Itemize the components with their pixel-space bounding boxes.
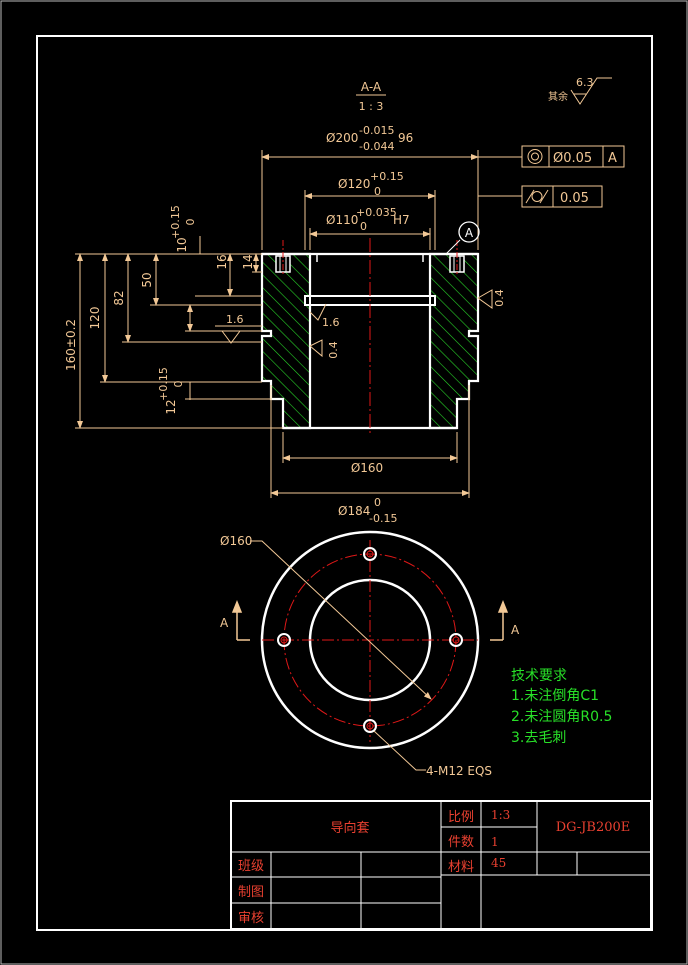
bolt-hole-left xyxy=(277,633,291,647)
part-name: 导向套 xyxy=(330,820,369,836)
notes-title: 技术要求 xyxy=(511,668,567,684)
checked-label: 审核 xyxy=(238,911,264,926)
dim-h12-upper: +0.15 xyxy=(157,367,170,401)
roughness-step-value: 1.6 xyxy=(226,313,244,326)
section-title: A-A xyxy=(361,80,382,94)
roughness-inner-wall-icon xyxy=(309,339,323,358)
top-view-holes-label: 4-M12 EQS xyxy=(426,764,492,778)
dim-d200 xyxy=(261,150,479,250)
dim-h10-base: 10 xyxy=(175,237,189,252)
top-view-pcd-label: Ø160 xyxy=(220,534,252,548)
note-item-1: 1.未注倒角C1 xyxy=(511,688,599,704)
section-arrow-right xyxy=(490,599,509,641)
dim-d184-lower: -0.15 xyxy=(369,512,397,525)
scale-value: 1:3 xyxy=(491,808,510,822)
roughness-outer-wall-icon xyxy=(477,289,493,309)
dim-d110 xyxy=(309,228,431,250)
dim-d200-upper: -0.015 xyxy=(359,124,394,137)
roughness-inner-wall-value: 0.4 xyxy=(327,341,340,359)
count-value: 1 xyxy=(491,835,499,849)
tolerance-frame-concentricity: Ø0.05 A xyxy=(478,145,625,168)
dim-d110-lower: 0 xyxy=(360,220,367,233)
section-scale: 1 : 3 xyxy=(359,100,384,113)
concentricity-value: Ø0.05 xyxy=(553,151,592,166)
concentricity-datum: A xyxy=(608,151,617,166)
title-block xyxy=(230,800,652,930)
datum-label: A xyxy=(465,226,474,240)
dim-h50: 50 xyxy=(140,272,154,287)
section-view xyxy=(260,238,480,436)
dim-h14: 14 xyxy=(241,254,255,269)
dim-d184-upper: 0 xyxy=(374,496,381,509)
dim-d184 xyxy=(270,385,470,498)
dim-h12-lower: 0 xyxy=(172,381,185,388)
datum-marker: A xyxy=(445,221,480,255)
dim-h10-upper: +0.15 xyxy=(169,205,182,239)
dim-d120-base: Ø120 xyxy=(338,177,370,191)
cylindricity-value: 0.05 xyxy=(560,191,589,206)
count-label: 件数 xyxy=(448,835,474,850)
roughness-step-icon xyxy=(215,325,262,344)
dim-d160-lower xyxy=(282,432,458,463)
roughness-bore-icon xyxy=(309,303,327,321)
dim-h120: 120 xyxy=(88,307,102,330)
tolerance-frame-cylindricity: 0.05 xyxy=(478,185,603,208)
dim-d184-base: Ø184 xyxy=(338,504,370,518)
dim-h16: 16 xyxy=(215,254,229,269)
section-mark-right: A xyxy=(511,623,520,637)
drawing-frame xyxy=(36,35,653,931)
bolt-hole-right xyxy=(449,633,463,647)
dim-d110-upper: +0.035 xyxy=(356,206,397,219)
material-label: 材料 xyxy=(448,860,474,875)
drawing-number: DG-JB200E xyxy=(556,820,631,835)
dim-d110-fit: H7 xyxy=(393,213,410,227)
cylindricity-icon xyxy=(525,189,549,204)
bolt-hole-top xyxy=(363,547,377,561)
dim-d200-lower: -0.044 xyxy=(359,140,394,153)
material-value: 45 xyxy=(491,856,506,870)
roughness-outer-wall-value: 0.4 xyxy=(493,289,506,307)
dim-d200-suffix: 96 xyxy=(398,131,413,145)
class-label: 班级 xyxy=(238,859,264,874)
vertical-dimensions xyxy=(75,236,283,429)
dim-h10-lower: 0 xyxy=(184,219,197,226)
drawn-label: 制图 xyxy=(238,885,264,900)
roughness-others-label: 其余 xyxy=(548,90,568,103)
roughness-bore-value: 1.6 xyxy=(322,316,340,329)
dim-d120-upper: +0.15 xyxy=(370,170,404,183)
top-view xyxy=(250,530,480,771)
right-wall-hatch xyxy=(428,252,480,430)
dim-d110-base: Ø110 xyxy=(326,213,358,227)
dim-d160-text: Ø160 xyxy=(351,461,383,475)
roughness-symbol-icon xyxy=(570,77,612,105)
left-wall-hatch xyxy=(260,252,312,430)
dim-h160: 160±0.2 xyxy=(64,319,78,371)
section-mark-left: A xyxy=(220,616,229,630)
note-item-3: 3.去毛刺 xyxy=(511,730,566,746)
roughness-others-value: 6.3 xyxy=(576,76,594,89)
bolt-hole-bottom xyxy=(363,719,377,733)
dim-h82: 82 xyxy=(112,290,126,305)
scale-label: 比例 xyxy=(448,810,474,825)
dim-d120-lower: 0 xyxy=(374,185,381,198)
concentricity-icon xyxy=(527,149,543,164)
dim-d120 xyxy=(304,190,436,250)
section-arrow-left xyxy=(231,599,250,641)
dim-d200-base: Ø200 xyxy=(326,131,358,145)
note-item-2: 2.未注圆角R0.5 xyxy=(511,709,612,725)
dim-h12-base: 12 xyxy=(164,399,178,414)
